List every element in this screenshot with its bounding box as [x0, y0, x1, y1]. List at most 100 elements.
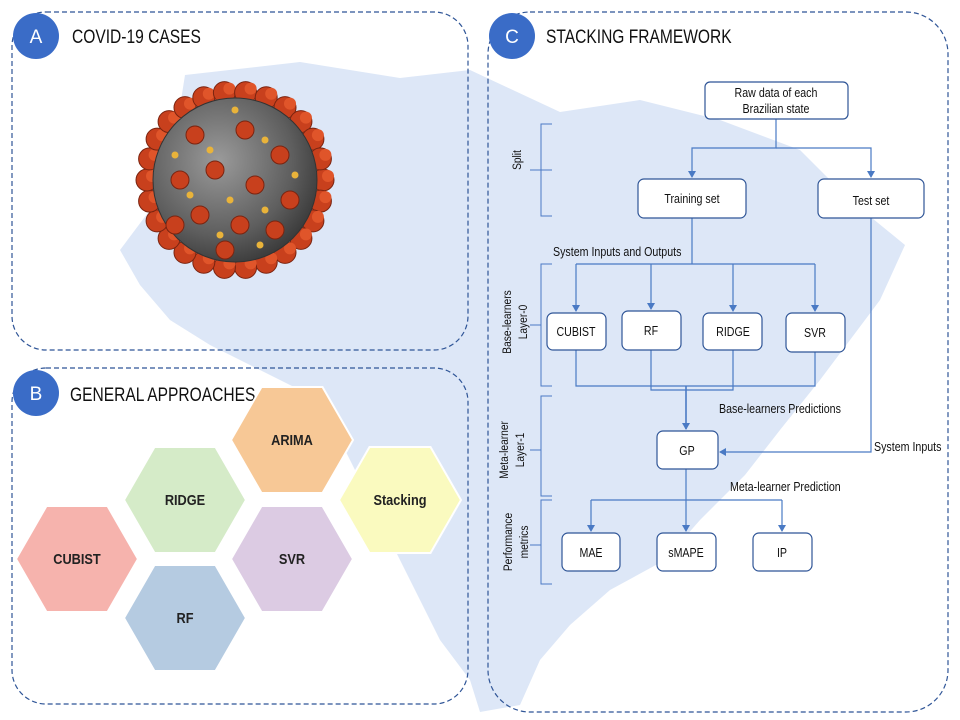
stage-brackets — [530, 123, 552, 585]
system-inputs-outputs-label: System Inputs and Outputs — [553, 244, 681, 259]
virus-surface-spike — [270, 145, 290, 165]
virus-surface-spike — [185, 125, 205, 145]
performance-label-line2: metrics — [518, 525, 531, 558]
panel-a-frame — [11, 11, 469, 351]
ip-label: IP — [777, 545, 787, 560]
virus-spike-lobe — [319, 191, 332, 204]
svr-out-line — [686, 352, 816, 387]
virus-surface-spike — [235, 120, 255, 140]
panel-b-header: B GENERAL APPROACHES — [13, 370, 255, 416]
mae-box — [561, 532, 621, 572]
hexagon-label-arima: ARIMA — [271, 431, 313, 448]
cubist-out-line — [575, 350, 686, 387]
virus-envelope-dot — [226, 196, 234, 204]
split-label: Split — [511, 149, 524, 170]
virus-surface-spike — [280, 190, 300, 210]
flow-boxes — [546, 81, 925, 572]
virus-envelope-dot — [206, 146, 214, 154]
virus-surface-spike — [170, 170, 190, 190]
raw-data-line2: Brazilian state — [743, 101, 810, 116]
panel-c-header: C STACKING FRAMEWORK — [489, 13, 732, 59]
base-learners-predictions-label: Base-learners Predictions — [719, 401, 841, 416]
virus-envelope-dot — [216, 231, 224, 239]
gp-label: GP — [679, 443, 694, 458]
hexagon-label-ridge: RIDGE — [165, 491, 205, 508]
hexagon-ridge — [122, 446, 248, 554]
panel-b-badge — [13, 370, 59, 416]
rf-label: RF — [644, 323, 658, 338]
ridge-label: RIDGE — [716, 324, 750, 339]
flow-connectors — [572, 119, 875, 532]
hexagon-label-rf: RF — [177, 609, 194, 626]
panel-a-badge — [13, 13, 59, 59]
virus-surface-spike — [265, 220, 285, 240]
panel-a-header: A COVID-19 CASES — [13, 13, 201, 59]
panel-c-badge-letter: C — [505, 27, 519, 48]
virus-surface-spike — [205, 160, 225, 180]
base-learners-label-line2: Layer-0 — [517, 305, 530, 340]
mae-label: MAE — [579, 545, 602, 560]
panel-b-badge-letter: B — [30, 384, 43, 405]
virus-spike-lobe — [299, 111, 312, 124]
rf-out-line — [650, 350, 686, 391]
virus-envelope-dot — [186, 191, 194, 199]
virus-spike-lobe — [244, 82, 257, 95]
hexagon-label-cubist: CUBIST — [53, 550, 101, 567]
hexagon-svr — [229, 505, 355, 613]
raw-data-line1: Raw data of each — [735, 85, 818, 100]
svr-label: SVR — [804, 325, 826, 340]
panel-a-title: COVID-19 CASES — [72, 26, 201, 48]
training-set-label: Training set — [664, 191, 720, 206]
panel-c-title: STACKING FRAMEWORK — [546, 26, 732, 48]
virus-spike-lobe — [311, 210, 324, 223]
smape-box — [656, 532, 717, 572]
test-set-box — [817, 178, 925, 219]
virus-envelope-dot — [291, 171, 299, 179]
virus-surface-spike — [190, 205, 210, 225]
virus-envelope-dot — [261, 136, 269, 144]
performance-label-line1: Performance — [502, 513, 515, 571]
training-set-box — [637, 178, 747, 219]
raw-data-box — [704, 81, 849, 120]
performance-bracket — [530, 499, 552, 585]
raw-to-split-line — [688, 119, 777, 178]
virus-spike-lobe — [284, 97, 296, 110]
panel-b-frame — [11, 367, 469, 705]
virus-surface-spike — [230, 215, 250, 235]
panel-a-badge-letter: A — [30, 27, 43, 48]
virus-spike-lobe — [223, 82, 236, 95]
virus-envelope-dot — [231, 106, 239, 114]
virus-spike-lobe — [299, 228, 312, 241]
virus-spike-lobe — [322, 170, 334, 182]
virus-envelope-dot — [171, 151, 179, 159]
meta-learner-label-line2: Layer-1 — [514, 433, 527, 468]
meta-learner-label-line1: Meta-learner — [498, 421, 511, 479]
ridge-out-line — [686, 350, 734, 391]
raw-to-test-line — [776, 147, 875, 178]
hexagon-rf — [122, 564, 248, 672]
virus-envelope-dot — [256, 241, 264, 249]
coronavirus-illustration — [135, 81, 335, 279]
virus-spike-lobe — [284, 242, 296, 255]
test-set-label: Test set — [853, 193, 890, 208]
base-learners-bracket — [530, 263, 552, 387]
test-to-gp-line — [719, 218, 872, 456]
panel-b-title: GENERAL APPROACHES — [70, 384, 255, 406]
cubist-box — [546, 312, 607, 351]
hexagon-label-svr: SVR — [279, 550, 305, 567]
rf-box — [621, 310, 682, 351]
hexagon-label-stacking: Stacking — [373, 491, 426, 508]
virus-surface-spike — [165, 215, 185, 235]
virus-spike-lobe — [265, 87, 278, 100]
panel-c-frame — [487, 11, 949, 713]
virus-spike-lobe — [311, 129, 324, 142]
cubist-label: CUBIST — [556, 324, 595, 339]
ip-box — [752, 532, 813, 572]
hexagon-arima — [229, 386, 355, 494]
hexagon-stacking — [337, 446, 463, 554]
meta-learner-bracket — [530, 395, 552, 497]
system-inputs-label: System Inputs — [874, 439, 942, 454]
virus-spike-lobe — [319, 148, 332, 161]
